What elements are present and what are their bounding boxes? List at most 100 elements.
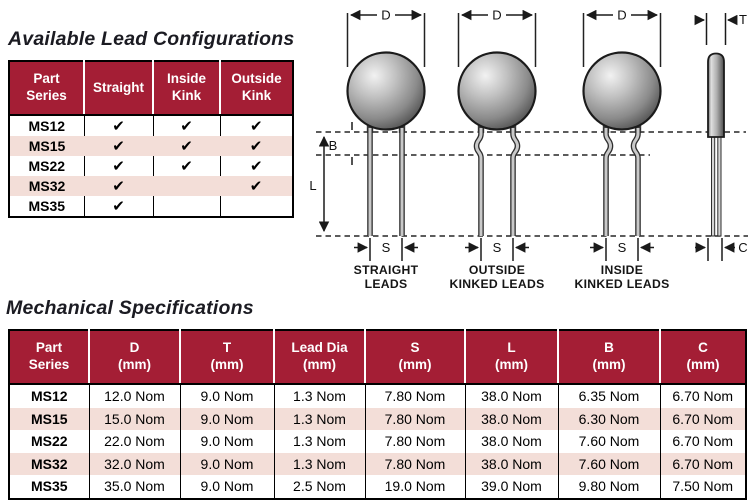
dim-label-l: L	[309, 178, 316, 193]
spec-cell: 38.0 Nom	[464, 384, 558, 408]
dim-label-d: D	[492, 8, 501, 23]
diagram-captions: STRAIGHT LEADS OUTSIDE KINKED LEADS INSI…	[354, 263, 670, 290]
dimension-d-outside: D	[457, 8, 537, 67]
dim-label-b: B	[329, 138, 338, 153]
spec-cell: 7.80 Nom	[364, 430, 465, 453]
mechanical-specifications-title: Mechanical Specifications	[6, 297, 254, 319]
dimension-c: C	[695, 238, 748, 261]
table-row: MS32✔✔	[9, 176, 293, 196]
caption-outside-kinked: OUTSIDE	[469, 263, 525, 277]
spec-cell: 7.60 Nom	[557, 452, 660, 475]
part-series-cell: MS32	[9, 176, 84, 196]
outside-kinked-leads-diagram	[457, 51, 537, 236]
part-series-cell: MS15	[9, 136, 84, 156]
dim-label-c: C	[738, 240, 747, 255]
check-cell: ✔	[83, 156, 153, 176]
dimension-d-straight: D	[346, 8, 426, 67]
check-cell	[152, 196, 220, 217]
inside-kinked-leads-diagram	[582, 51, 662, 236]
dimension-l: L	[309, 135, 330, 233]
spec-cell: 7.60 Nom	[557, 430, 660, 453]
caption-inside-kinked: KINKED LEADS	[574, 277, 669, 290]
check-cell	[219, 196, 293, 217]
spec-cell: 1.3 Nom	[273, 452, 365, 475]
table-row: MS22✔✔✔	[9, 156, 293, 176]
spec-cell: 6.35 Nom	[557, 384, 660, 408]
part-series-cell: MS35	[28, 198, 66, 214]
dim-label-s: S	[493, 240, 502, 255]
dim-label-s: S	[382, 240, 391, 255]
dimension-b: B	[329, 122, 353, 165]
check-cell: ✔	[219, 115, 293, 136]
dimension-d-inside: D	[582, 8, 662, 67]
side-view-diagram	[707, 52, 725, 237]
column-header-l: L(mm)	[464, 330, 558, 385]
spec-cell: 32.0 Nom	[88, 452, 180, 475]
check-cell: ✔	[84, 176, 153, 196]
column-header-c: C(mm)	[659, 330, 746, 385]
spec-cell: 38.0 Nom	[464, 452, 558, 475]
part-series-cell: MS12	[28, 118, 66, 134]
check-cell: ✔	[152, 156, 220, 176]
spec-cell: 7.80 Nom	[364, 452, 465, 475]
column-header-b: B(mm)	[557, 330, 660, 385]
check-cell: ✔	[220, 136, 293, 156]
check-cell	[153, 176, 220, 196]
spec-cell: 9.0 Nom	[179, 452, 274, 475]
spec-cell: 9.0 Nom	[179, 430, 274, 453]
caption-outside-kinked: KINKED LEADS	[449, 277, 544, 290]
dim-label-d: D	[381, 8, 390, 23]
dim-label-d: D	[617, 8, 626, 23]
spec-cell: 2.5 Nom	[273, 475, 365, 499]
caption-straight-leads: STRAIGHT	[354, 263, 419, 277]
caption-straight-leads: LEADS	[365, 277, 408, 290]
spec-cell: 9.0 Nom	[179, 407, 274, 430]
spec-cell: 9.0 Nom	[179, 384, 274, 408]
check-cell: ✔	[83, 196, 153, 217]
spec-cell: 39.0 Nom	[464, 475, 558, 499]
dimension-s-inside: S	[590, 238, 654, 261]
column-header-s: S(mm)	[364, 330, 465, 385]
dimension-s-outside: S	[465, 238, 529, 261]
spec-cell: 35.0 Nom	[88, 475, 180, 499]
spec-cell: 22.0 Nom	[88, 430, 180, 453]
spec-cell: 15.0 Nom	[88, 407, 180, 430]
spec-cell: 7.50 Nom	[659, 475, 746, 499]
spec-cell: 1.3 Nom	[273, 384, 365, 408]
check-cell: ✔	[84, 136, 153, 156]
spec-cell: 7.80 Nom	[364, 407, 465, 430]
check-cell: ✔	[219, 156, 293, 176]
dimension-t: T	[694, 12, 747, 45]
table-row: MS15✔✔✔	[9, 136, 293, 156]
part-series-cell: MS35	[30, 478, 68, 495]
check-cell: ✔	[152, 115, 220, 136]
lead-style-diagrams: D D D L B S	[309, 8, 748, 290]
column-header-lead-dia: Lead Dia(mm)	[273, 330, 365, 385]
spec-cell: 9.0 Nom	[179, 475, 274, 499]
check-cell: ✔	[83, 115, 153, 136]
spec-cell: 7.80 Nom	[364, 384, 465, 408]
spec-cell: 6.70 Nom	[659, 430, 746, 453]
spec-cell: 12.0 Nom	[88, 384, 180, 408]
part-series-cell: MS32	[9, 452, 89, 475]
spec-cell: 19.0 Nom	[364, 475, 465, 499]
part-series-cell: MS12	[30, 388, 68, 405]
dimension-s-straight: S	[354, 238, 418, 261]
caption-inside-kinked: INSIDE	[601, 263, 643, 277]
spec-cell: 1.3 Nom	[273, 407, 365, 430]
column-header-d: D(mm)	[88, 330, 180, 385]
dim-label-s: S	[618, 240, 627, 255]
spec-cell: 38.0 Nom	[464, 430, 558, 453]
spec-cell: 1.3 Nom	[273, 430, 365, 453]
table-row: MS35 ✔	[9, 196, 293, 217]
spec-cell: 6.70 Nom	[659, 384, 746, 408]
